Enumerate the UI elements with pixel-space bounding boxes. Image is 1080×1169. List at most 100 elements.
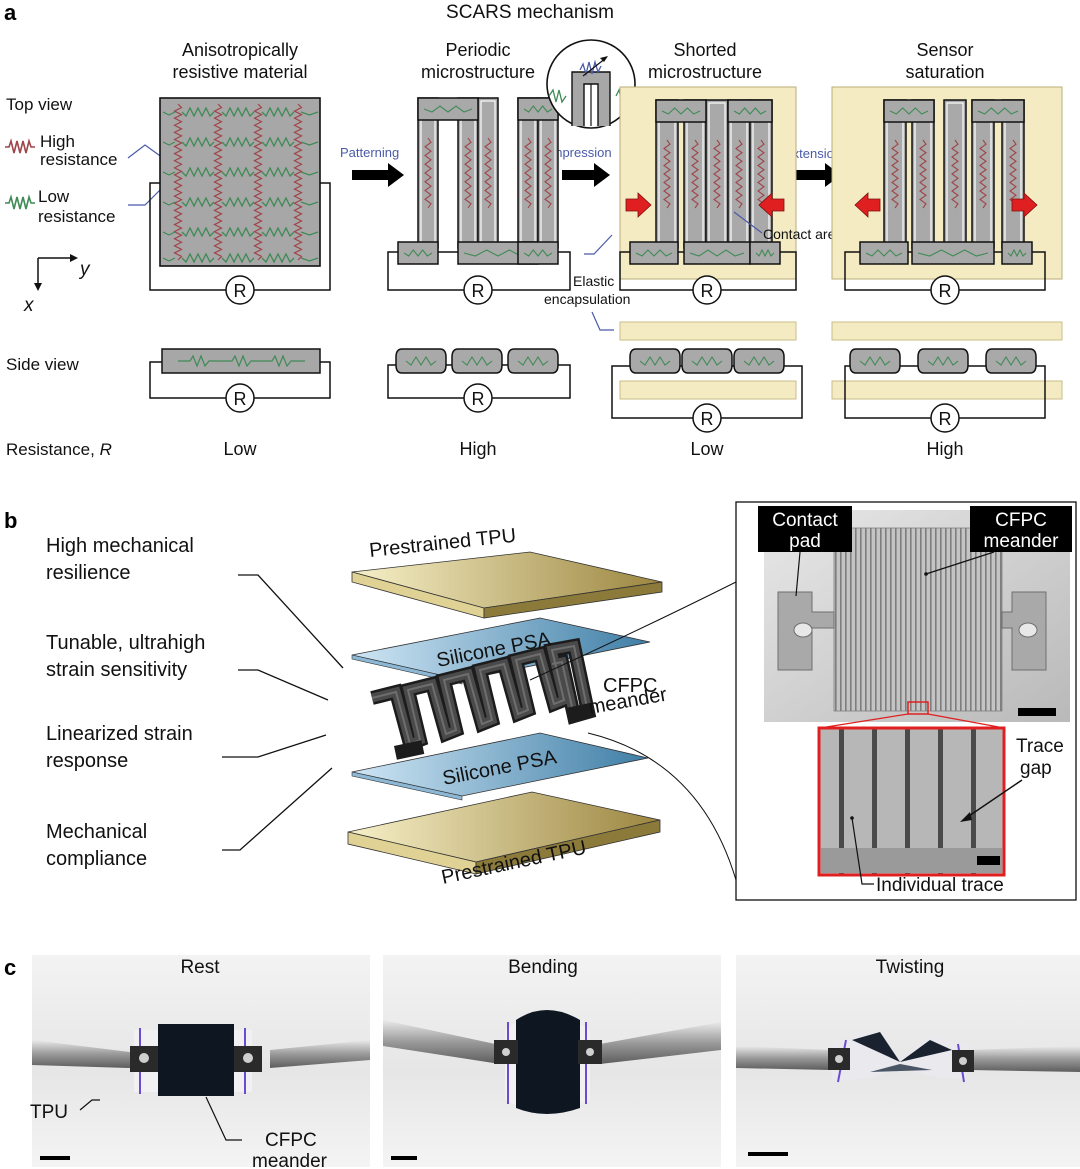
low-resistor-edge-l-0 (162, 111, 176, 116)
side-resistor-col1 (225, 383, 255, 413)
extension-label: Extension (784, 146, 841, 161)
anisotropic-material-top (149, 97, 331, 291)
meander-bridge-4 (749, 241, 781, 265)
meander-bridge-2 (911, 241, 995, 265)
low-resistor-2-2 (261, 166, 295, 178)
photo-rest-title: Rest (180, 957, 220, 978)
side-resistor-col4 (930, 403, 960, 433)
meander-bridge-1 (417, 97, 479, 121)
col4-title-line2: saturation (905, 62, 984, 82)
side-island-resistor-1 (927, 355, 959, 367)
meander-bridge-3 (727, 99, 773, 123)
col2-title-line2: microstructure (421, 62, 535, 82)
low-resistor-3-0 (181, 196, 215, 208)
elastic-label-line2: encapsulation (544, 291, 630, 307)
resistance-col1: Low (223, 439, 257, 459)
meander-bridge-0 (859, 241, 909, 265)
low-resistor-4-2 (261, 226, 295, 238)
side-island-resistor-0 (859, 355, 891, 367)
low-label-line2: resistance (38, 207, 115, 226)
feature1-line2: resilience (46, 562, 130, 584)
meander-high-resistor-4 (544, 137, 552, 209)
elastic-pointer-top (584, 234, 613, 255)
low-resistor-icon (5, 194, 35, 210)
meander-low-resistor-1 (661, 107, 701, 115)
low-resistor-0-2 (261, 106, 295, 118)
meander-low-resistor-0 (403, 249, 433, 257)
resistor-label-col2: R (472, 281, 485, 301)
tpu-label: TPU (30, 1102, 68, 1123)
low-resistor-5-2 (261, 252, 295, 264)
side-island-resistor-2 (517, 355, 549, 367)
tpu-top-layer (351, 551, 663, 609)
compression-arrow-icon (562, 163, 610, 187)
meander-high-resistor-4 (1009, 139, 1017, 209)
low-resistor-edge-l-1 (162, 141, 176, 146)
meander-ribbon-highlight (371, 644, 590, 746)
high-resistor-column-1 (213, 103, 223, 261)
compress-left-arrow-icon (625, 192, 652, 218)
side-island-0 (849, 348, 901, 374)
contact-area-pointer (733, 211, 763, 234)
meander-high-resistor-0 (891, 139, 899, 209)
meander-high-resistor-3 (524, 137, 532, 209)
meander-low-resistor-3 (733, 107, 767, 115)
low-resistor-5-0 (181, 252, 215, 264)
extend-left-arrow-icon (854, 192, 881, 218)
side-view-label: Side view (6, 355, 79, 374)
feature2-line1: Tunable, ultrahigh (46, 632, 205, 654)
low-resistor-0-1 (221, 106, 255, 118)
cfpc-tag-line2: meander (984, 531, 1060, 552)
high-resistor-column-2 (253, 103, 263, 261)
side-island-resistor-2 (743, 355, 775, 367)
meander-high-resistor-0 (663, 139, 671, 209)
extension-arrow-icon (793, 163, 841, 187)
contact-zoom-inset (546, 39, 636, 129)
cfpc-meander-tag (970, 506, 1072, 552)
axis-y-label: y (78, 259, 91, 280)
meander-low-resistor-0 (865, 249, 903, 257)
low-resistor-edge-r-0 (300, 111, 319, 116)
meander-low-resistor-4 (755, 248, 775, 258)
resistor-label-col1: R (234, 281, 247, 301)
side-resistor-col2 (463, 383, 493, 413)
shorted-microstructure-top (619, 86, 797, 291)
top-view-label: Top view (6, 95, 73, 114)
meander-low-resistor-2 (689, 249, 745, 257)
patterning-label: Patterning (340, 145, 399, 160)
col1-title-line1: Anisotropically (182, 40, 298, 60)
resistor-label-col4: R (939, 281, 952, 301)
low-resistor-edge-l-5 (162, 257, 176, 262)
compress-right-arrow-icon (758, 192, 785, 218)
high-resistor-column-0 (173, 103, 183, 261)
col2-title-line1: Periodic (445, 40, 510, 60)
zoom-line-lower (587, 732, 737, 881)
meander-high-resistor-2 (951, 139, 959, 209)
zoom-line-upper (529, 581, 737, 681)
resistance-row-label: Resistance, R (6, 440, 112, 459)
individual-trace-label: Individual trace (876, 875, 1004, 896)
feature4-line2: compliance (46, 848, 147, 870)
axis-x-label: x (23, 295, 35, 316)
low-resistor-0-0 (181, 106, 215, 118)
photo-bending (383, 955, 721, 1167)
col3-title-line1: Shorted (673, 40, 736, 60)
meander-low-resistor-1 (423, 105, 473, 113)
meander-pad-right (565, 702, 595, 722)
side-view-col1 (149, 348, 331, 399)
side-view-col2 (387, 348, 571, 399)
contact-pad-tag (758, 506, 852, 552)
resistor-symbol-col2 (463, 275, 493, 305)
elastic-label-line1: Elastic (573, 273, 614, 289)
feature4-line1: Mechanical (46, 821, 147, 843)
meander-low-resistor-1 (889, 107, 929, 115)
meander-low-resistor-4 (1007, 248, 1027, 258)
low-resistor-3-2 (261, 196, 295, 208)
panel-c-label: c (4, 955, 16, 980)
side-resistor-col3 (692, 403, 722, 433)
contact-pad-label-line2: pad (789, 531, 821, 552)
resistance-col2: High (459, 439, 496, 459)
side-island-resistor-1 (691, 355, 723, 367)
low-resistor-5-1 (221, 252, 255, 264)
trace-gap-label-line2: gap (1020, 758, 1052, 779)
